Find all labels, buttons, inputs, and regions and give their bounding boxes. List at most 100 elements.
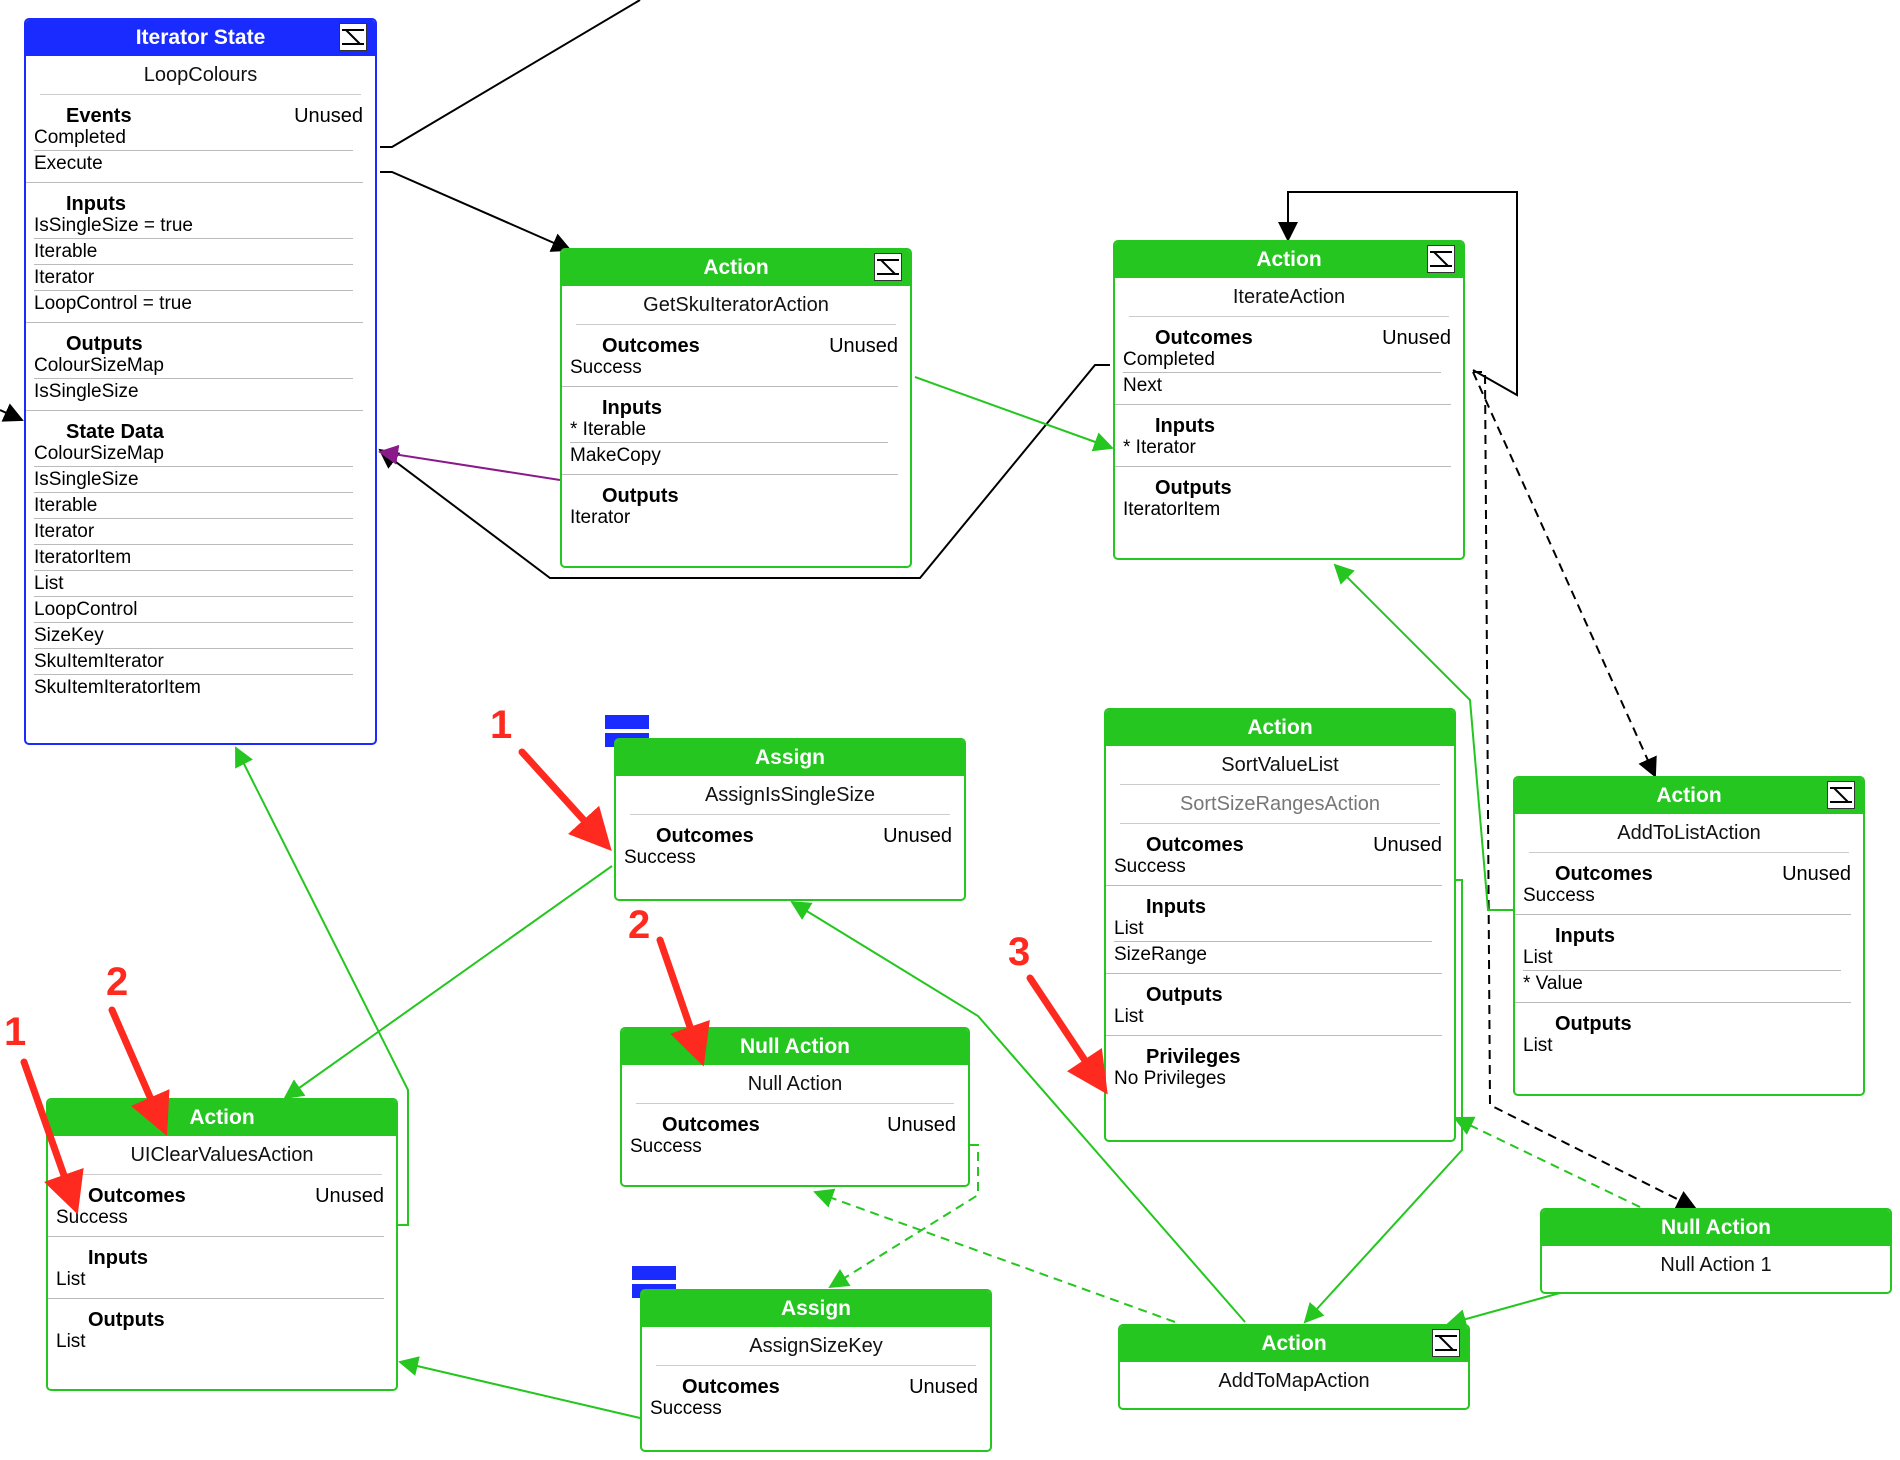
state-item[interactable]: SkuItemIterator: [34, 648, 353, 674]
node-header: Iterator State: [135, 26, 266, 49]
state-item[interactable]: LoopControl: [34, 596, 353, 622]
wire-sort-addmap: [1303, 879, 1463, 1324]
state-item[interactable]: ColourSizeMap: [34, 443, 164, 464]
input-item[interactable]: List: [1523, 947, 1553, 968]
section-label: Outputs: [66, 333, 143, 355]
wire-next-addlist: [1472, 371, 1657, 778]
sort-action-node[interactable]: Action SortValueList SortSizeRangesActio…: [1104, 708, 1456, 1142]
input-item[interactable]: * Iterator: [1123, 437, 1196, 458]
output-item[interactable]: List: [1523, 1035, 1553, 1056]
input-item[interactable]: MakeCopy: [570, 442, 888, 468]
annotation-number: 2: [106, 960, 129, 1004]
node-header: Action: [703, 256, 769, 279]
section-label: Outputs: [1146, 984, 1223, 1006]
section-label: Inputs: [1146, 896, 1206, 918]
section-label: Inputs: [1155, 415, 1215, 437]
wire-addmap-assign: [790, 900, 1246, 1323]
outcome-item[interactable]: Success: [570, 357, 642, 378]
status-label: Unused: [883, 825, 952, 847]
status-label: Unused: [294, 105, 363, 127]
node-header: Action: [1656, 784, 1722, 807]
edit-icon[interactable]: [1827, 781, 1855, 809]
node-title: SortValueList: [1120, 746, 1440, 785]
input-item[interactable]: Iterator: [34, 264, 353, 290]
outcome-item[interactable]: Success: [56, 1207, 128, 1228]
output-item[interactable]: IteratorItem: [1123, 499, 1221, 520]
outcome-item[interactable]: Success: [1114, 856, 1186, 877]
output-item[interactable]: IsSingleSize: [34, 378, 353, 404]
state-item[interactable]: List: [34, 570, 353, 596]
outcome-item[interactable]: Success: [650, 1398, 722, 1419]
outcome-item[interactable]: Success: [1523, 885, 1595, 906]
input-item[interactable]: * Iterable: [570, 419, 647, 440]
wire-iterate-completed-loop: [378, 364, 1110, 579]
status-label: Unused: [887, 1114, 956, 1136]
outcome-item[interactable]: Success: [630, 1136, 702, 1157]
state-item[interactable]: Iterable: [34, 492, 353, 518]
input-item[interactable]: LoopControl = true: [34, 290, 353, 316]
output-item[interactable]: ColourSizeMap: [34, 355, 164, 376]
section-label: Outputs: [1555, 1013, 1632, 1035]
wire-completed-offscreen: [380, 0, 641, 148]
state-item[interactable]: IteratorItem: [34, 544, 353, 570]
event-item[interactable]: Completed: [34, 127, 126, 148]
wire-uiclear-iterator-state: [235, 746, 409, 1226]
output-item[interactable]: Iterator: [570, 507, 631, 528]
output-item[interactable]: List: [56, 1331, 86, 1352]
edit-icon[interactable]: [1432, 1329, 1460, 1357]
input-item[interactable]: List: [56, 1269, 86, 1290]
state-item[interactable]: IsSingleSize: [34, 466, 353, 492]
addtomap-action-node[interactable]: Action AddToMapAction: [1118, 1324, 1470, 1410]
null-action-1-node[interactable]: Null Action Null Action 1: [1540, 1208, 1892, 1294]
annotation-number: 3: [1008, 930, 1031, 974]
input-item[interactable]: List: [1114, 918, 1144, 939]
input-item[interactable]: IsSingleSize = true: [34, 215, 193, 236]
edit-icon[interactable]: [1427, 245, 1455, 273]
section-label: Outcomes: [1555, 863, 1653, 885]
annotation-number: 2: [628, 903, 651, 947]
privilege-item[interactable]: No Privileges: [1114, 1068, 1226, 1089]
wire-getsku-iterator-state: [378, 444, 561, 481]
event-item[interactable]: Execute: [34, 150, 353, 176]
edit-icon[interactable]: [874, 253, 902, 281]
node-header: Action: [1261, 1332, 1327, 1355]
section-label: Privileges: [1146, 1046, 1241, 1068]
section-label: Outcomes: [1146, 834, 1244, 856]
node-header: Action: [189, 1106, 255, 1129]
state-item[interactable]: SkuItemIteratorItem: [34, 674, 353, 700]
wire-null1-addmap: [1446, 1292, 1561, 1329]
node-header: Assign: [780, 1297, 851, 1320]
node-title: Null Action 1: [1660, 1254, 1772, 1276]
state-item[interactable]: Iterator: [34, 518, 353, 544]
status-label: Unused: [829, 335, 898, 357]
state-item[interactable]: SizeKey: [34, 622, 353, 648]
wire-nullaction-assignsize: [828, 1144, 979, 1289]
input-item[interactable]: SizeRange: [1114, 941, 1432, 967]
node-title: UIClearValuesAction: [62, 1136, 382, 1175]
input-item[interactable]: * Value: [1523, 970, 1841, 996]
edit-icon[interactable]: [339, 23, 367, 51]
outcome-item[interactable]: Success: [624, 847, 696, 868]
outcome-item[interactable]: Next: [1123, 372, 1441, 398]
status-label: Unused: [1382, 327, 1451, 349]
outcome-item[interactable]: Completed: [1123, 349, 1215, 370]
node-title: AddToListAction: [1529, 814, 1849, 853]
section-label: Outcomes: [682, 1376, 780, 1398]
wire-offscreen-iterator-state: [0, 403, 24, 422]
wire-execute-getsku: [380, 171, 572, 252]
wire-addmap-nullaction: [813, 1188, 1176, 1323]
output-item[interactable]: List: [1114, 1006, 1144, 1027]
section-label: Events: [66, 105, 132, 127]
input-item[interactable]: Iterable: [34, 238, 353, 264]
wire-assign-uiclear: [283, 865, 613, 1100]
